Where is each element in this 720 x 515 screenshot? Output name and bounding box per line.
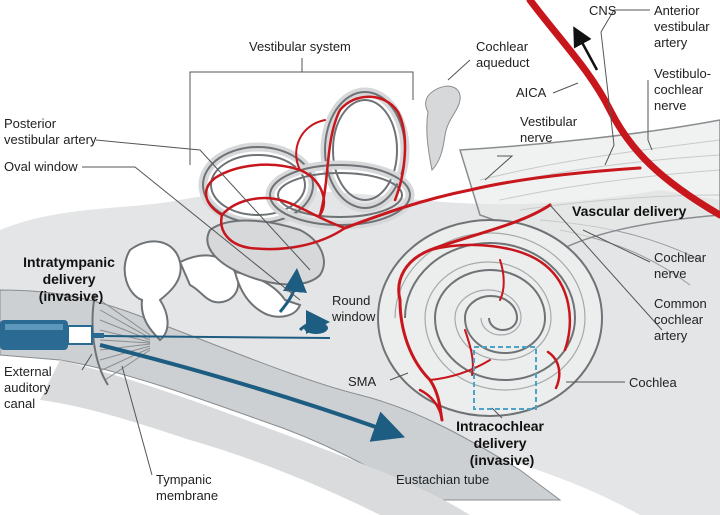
cns-direction-arrow: [573, 26, 599, 71]
label-anterior-vestibular-artery: Anterior vestibular artery: [654, 3, 713, 50]
label-common-cochlear-artery: Common cochlear artery: [654, 296, 710, 343]
label-external-auditory-canal: External auditory canal: [4, 364, 55, 411]
label-aica: AICA: [516, 85, 547, 100]
label-vascular-delivery: Vascular delivery: [572, 203, 687, 219]
label-intratympanic-delivery: Intratympanic delivery (invasive): [23, 254, 119, 304]
label-vestibulo-cochlear-nerve: Vestibulo- cochlear nerve: [654, 66, 715, 113]
label-vestibular-nerve: Vestibular nerve: [520, 114, 581, 145]
label-sma: SMA: [348, 374, 377, 389]
label-posterior-vestibular-artery: Posterior vestibular artery: [4, 116, 97, 147]
eustachian-tube-shape: [40, 360, 470, 515]
label-intracochlear-delivery: Intracochlear delivery (invasive): [456, 418, 548, 468]
label-oval-window: Oval window: [4, 159, 78, 174]
label-vestibular-system: Vestibular system: [249, 39, 351, 54]
label-cochlea: Cochlea: [629, 375, 677, 390]
cochlear-aqueduct-shape: [425, 85, 461, 172]
intracochlear-target-box: [473, 346, 537, 410]
label-tympanic-membrane: Tympanic membrane: [156, 472, 218, 503]
label-round-window: Round window: [331, 293, 376, 324]
label-cochlear-nerve: Cochlear nerve: [654, 250, 710, 281]
delivery-arrows: [99, 268, 406, 442]
label-cns: CNS: [589, 3, 617, 18]
leader-lines: [81, 9, 663, 476]
label-cochlear-aqueduct: Cochlear aqueduct: [476, 39, 532, 70]
cochlea-spiral: [377, 219, 603, 417]
label-eustachian-tube: Eustachian tube: [396, 472, 489, 487]
syringe: [0, 320, 331, 350]
